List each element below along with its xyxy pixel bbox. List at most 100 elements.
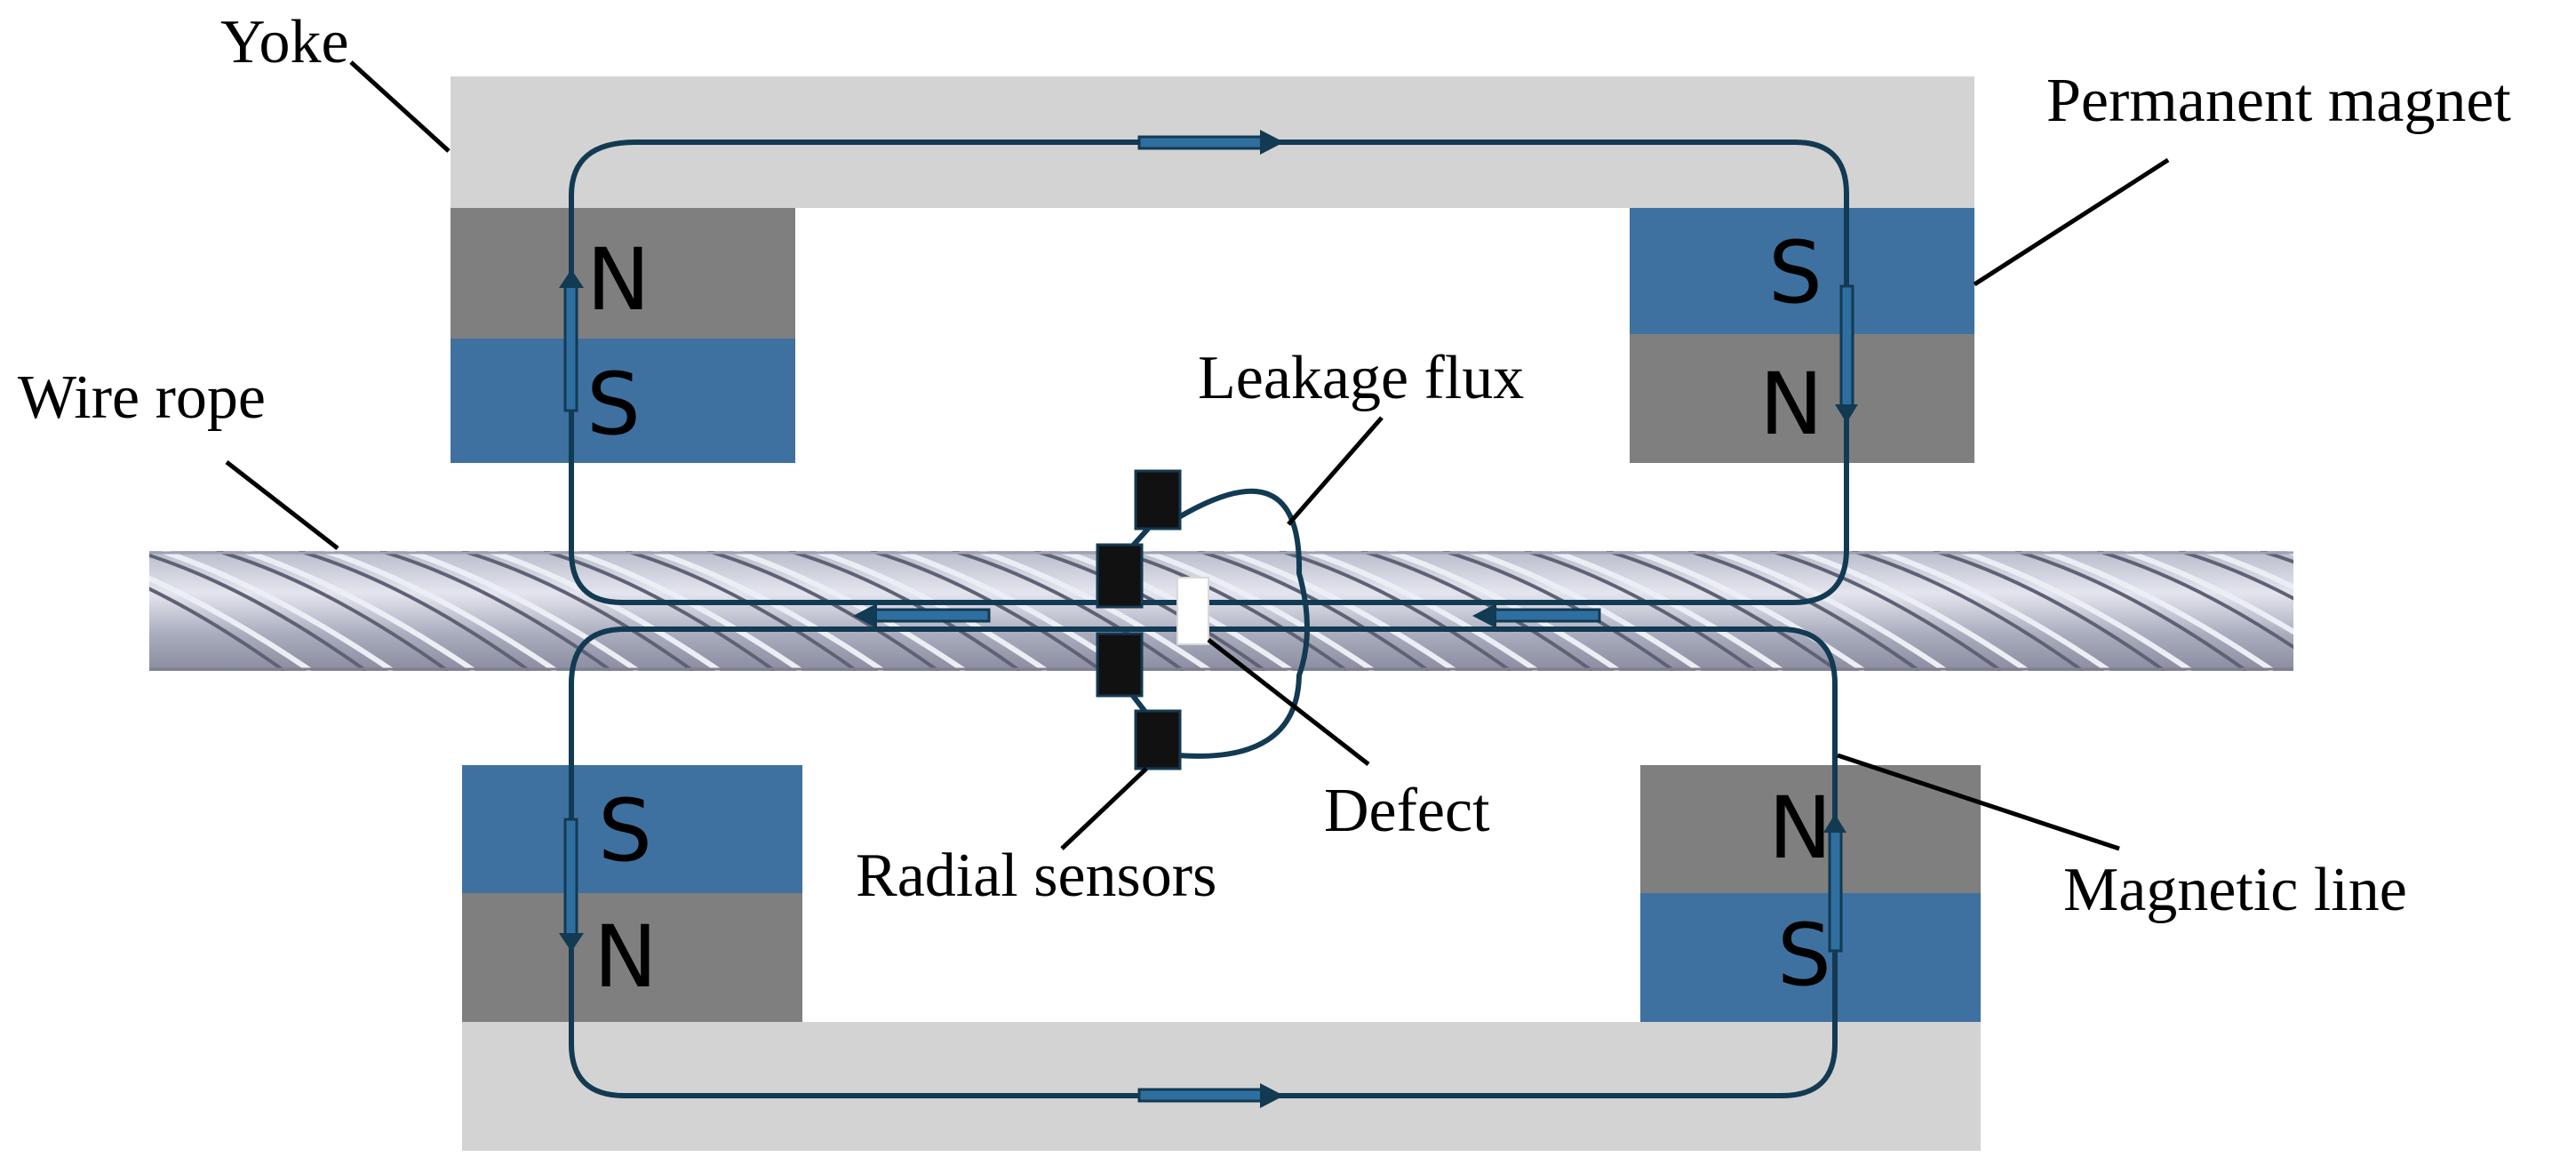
rope-strand <box>298 551 531 671</box>
arrow-bottom-yoke-right <box>1137 1083 1284 1108</box>
arrow-top-right-down <box>1835 284 1858 423</box>
rope-strand <box>1851 551 2085 671</box>
leader-leakage-flux <box>1287 416 1384 526</box>
upper-magnetic-line <box>569 140 1849 605</box>
rope-strand-highlight <box>1714 551 1948 671</box>
rope-strand-highlight <box>1796 551 2030 671</box>
sensor-lower-outer <box>1134 709 1182 770</box>
rope-strand <box>2178 551 2293 601</box>
rope-strand-highlight <box>161 551 395 671</box>
pole-bottom-right-lower: S <box>1777 906 1831 1005</box>
magnet-bottom-right <box>1640 765 1981 1022</box>
magnet-top-left <box>451 208 795 463</box>
rope-strand <box>1933 551 2166 671</box>
rope-strand <box>1197 551 1431 671</box>
pole-bottom-left-lower: N <box>594 907 658 1007</box>
rope-strand-highlight <box>1469 551 1703 671</box>
sensor-upper-outer <box>1134 469 1182 531</box>
magnet-top-right <box>1630 208 1974 463</box>
arrow-rope-left <box>853 603 991 628</box>
rope-strand <box>625 551 858 671</box>
rope-strand <box>149 586 286 671</box>
rope-strand-highlight <box>1959 551 2193 671</box>
rope-strand-highlight <box>978 551 1212 671</box>
rope-strand-highlight <box>2205 551 2293 591</box>
rope-strand-highlight <box>2286 551 2293 556</box>
rope-strand-highlight <box>733 551 967 671</box>
rope-strand <box>1524 551 1758 671</box>
rope-strand <box>216 551 450 671</box>
rope-strand <box>1606 551 1839 671</box>
rope-strand <box>2342 551 2573 671</box>
rope-strand-highlight <box>243 551 476 671</box>
rope-strand-highlight <box>1551 551 1784 671</box>
leakage-flux-line <box>1176 488 1310 759</box>
arrow-rope-right-section <box>1472 603 1601 628</box>
rope-strand-highlight <box>149 575 313 671</box>
radial-sensors <box>1096 469 1182 770</box>
rope-strand-highlight <box>2041 551 2275 671</box>
rope-strand-highlight <box>570 551 803 671</box>
rope-strand-highlight <box>1878 551 2111 671</box>
leader-radial-sensors <box>1060 767 1148 850</box>
rope-strand-highlight <box>1224 551 1457 671</box>
defect <box>1176 577 1209 645</box>
label-permanent-magnet: Permanent magnet <box>2046 67 2511 135</box>
leader-defect <box>1207 638 1370 766</box>
rope-strand-highlight <box>1632 551 1866 671</box>
arrow-top-yoke-right <box>1137 130 1284 155</box>
arrow-bottom-right-up <box>1823 814 1846 953</box>
label-magnetic-line: Magnetic line <box>2063 856 2407 924</box>
leader-yoke <box>349 60 451 153</box>
leader-magnetic-line <box>1837 753 2120 851</box>
label-defect: Defect <box>1324 777 1490 845</box>
arrow-bottom-left-down <box>559 818 584 952</box>
rope-strand-highlight <box>2123 551 2293 635</box>
leader-permanent-magnet <box>1973 157 2170 287</box>
pole-bottom-right-upper: N <box>1768 778 1832 878</box>
label-wire-rope: Wire rope <box>18 363 266 432</box>
rope-strand <box>2260 551 2293 564</box>
wire-rope <box>149 551 2576 671</box>
label-yoke: Yoke <box>220 8 349 76</box>
rope-strand <box>1442 551 1676 671</box>
rope-strand-highlight <box>651 551 885 671</box>
lower-yoke <box>462 1022 1981 1151</box>
rope-strand-highlight <box>324 551 558 671</box>
rope-strand <box>1769 551 2003 671</box>
rope-strand-highlight <box>1305 551 1539 671</box>
label-radial-sensors: Radial sensors <box>856 842 1216 910</box>
rope-strand-highlight <box>1142 551 1376 671</box>
rope-strand <box>149 553 368 671</box>
leader-wire-rope <box>225 460 339 550</box>
label-leakage-flux: Leakage flux <box>1198 344 1524 412</box>
rope-strand <box>706 551 940 671</box>
rope-strand-highlight <box>1060 551 1294 671</box>
pole-top-left-lower: S <box>586 355 641 454</box>
pole-top-left-upper: N <box>586 230 650 330</box>
lower-magnetic-line <box>569 626 1838 1098</box>
rope-strand-highlight <box>1387 551 1621 671</box>
rope-strand <box>952 551 1185 671</box>
rope-strand-highlight <box>815 551 1049 671</box>
sensor-lower-inner <box>1096 632 1144 698</box>
rope-strand <box>2096 551 2293 650</box>
rope-strand <box>788 551 1022 671</box>
magnet-bottom-left <box>462 765 802 1022</box>
rope-strand <box>2014 551 2248 671</box>
pole-top-right-upper: S <box>1768 223 1822 323</box>
rope-strand <box>1115 551 1349 671</box>
sensor-upper-inner <box>1096 543 1144 609</box>
rope-strand <box>1033 551 1267 671</box>
rope-strand-highlight <box>406 551 640 671</box>
rope-strand <box>1360 551 1594 671</box>
rope-strand <box>1687 551 1921 671</box>
rope-strand <box>870 551 1104 671</box>
rope-strand <box>461 551 695 671</box>
pole-bottom-left-upper: S <box>598 781 652 881</box>
rope-strand <box>1279 551 1512 671</box>
rope-strand-highlight <box>2369 551 2576 671</box>
pole-top-right-lower: N <box>1759 355 1823 454</box>
arrow-top-left-up <box>559 269 584 412</box>
